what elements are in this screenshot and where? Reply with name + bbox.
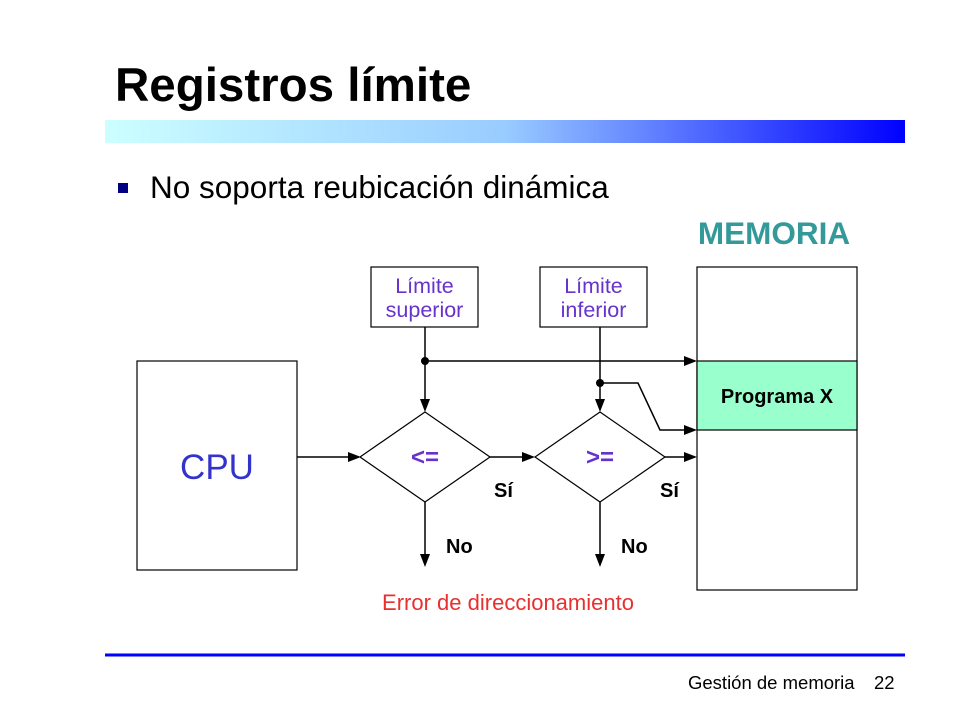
- lower-limit-register: Límite inferior: [539, 266, 648, 328]
- connectors: [297, 327, 697, 567]
- arrow-head-icon: [684, 356, 697, 366]
- upper-limit-register-box: [370, 266, 479, 328]
- lower-limit-register-box: [539, 266, 648, 328]
- arrow-head-icon: [348, 452, 361, 462]
- upper-comparison-no: No: [446, 536, 473, 558]
- cpu-block: CPU: [136, 360, 298, 571]
- footer-section: Gestión de memoria: [688, 672, 855, 693]
- program-block-label: Programa X: [721, 386, 834, 408]
- arrow-head-icon: [595, 554, 605, 567]
- upper-comparison-operator: <=: [411, 444, 439, 471]
- lower-comparison-operator: >=: [586, 444, 614, 471]
- lower-comparison-no: No: [621, 536, 648, 558]
- bullet-square-icon: [118, 183, 128, 193]
- cpu-label: CPU: [180, 448, 254, 487]
- upper-limit-register-line-2: superior: [386, 298, 464, 322]
- lower-limit-register-line-2: inferior: [561, 298, 627, 322]
- program-block: [696, 360, 858, 431]
- upper-comparison: <= Sí No: [358, 411, 514, 558]
- arrow-head-icon: [684, 452, 697, 462]
- arrow-head-icon: [420, 399, 430, 412]
- bullet-text: No soporta reubicación dinámica: [150, 169, 609, 205]
- bullet-item: No soporta reubicación dinámica: [118, 169, 609, 205]
- page-number: 22: [874, 672, 895, 693]
- lower-comparison-yes: Sí: [660, 480, 680, 502]
- upper-comparison-yes: Sí: [494, 480, 514, 502]
- lower-comparison: >= Sí No: [533, 411, 680, 558]
- error-label: Error de direccionamiento: [382, 590, 634, 615]
- upper-limit-register: Límite superior: [370, 266, 479, 328]
- upper-limit-register-line-1: Límite: [395, 274, 454, 298]
- arrow-lower-tap-to-memory: [600, 382, 685, 431]
- arrow-head-icon: [420, 554, 430, 567]
- title-gradient-bar: [105, 120, 905, 143]
- arrow-head-icon: [595, 399, 605, 412]
- lower-limit-register-line-1: Límite: [564, 274, 623, 298]
- junction-dot: [421, 357, 429, 365]
- memory-label: MEMORIA: [698, 215, 850, 251]
- arrow-head-icon: [522, 452, 535, 462]
- junction-dot: [596, 379, 604, 387]
- memory-block: MEMORIA Programa X: [696, 215, 858, 591]
- cpu-box: [136, 360, 298, 571]
- slide-title: Registros límite: [115, 59, 471, 112]
- arrow-head-icon: [684, 425, 697, 435]
